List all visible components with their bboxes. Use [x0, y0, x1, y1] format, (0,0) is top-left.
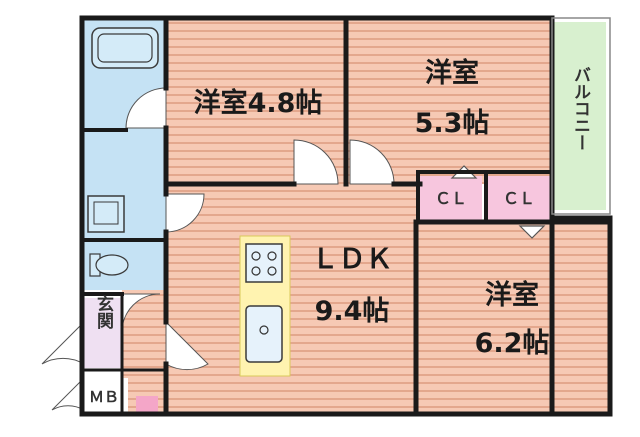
balcony-outline [551, 17, 611, 215]
room-label-western-5-3: 洋室 [425, 57, 479, 89]
room-size-western-5-3: 5.3帖 [415, 108, 490, 139]
western-room-6-2-floor [416, 222, 608, 412]
door-western-5-3-b [349, 139, 395, 185]
room-label-western-4-8: 洋室4.8帖 [194, 87, 323, 119]
door-western-5-3-a [293, 139, 339, 185]
toilet-icon [89, 253, 129, 277]
room-label-ldk: ＬＤＫ [312, 244, 393, 275]
arrow-down-icon [518, 225, 546, 239]
ldk-floor [166, 184, 416, 412]
washbasin-icon [87, 195, 125, 233]
stove-icon [245, 243, 283, 283]
bathtub-icon [91, 27, 159, 69]
mb-label: ＭＢ [89, 388, 119, 406]
balcony-floor [554, 22, 606, 210]
door-mb [51, 376, 85, 411]
room-label-western-6-2: 洋室 [485, 279, 539, 311]
closet-2-floor [488, 176, 550, 220]
entrance-floor [84, 298, 122, 368]
hall-floor [122, 290, 166, 412]
closet-1-floor [420, 176, 482, 220]
pink-marker [136, 396, 158, 412]
closet-1-label: ＣＬ [435, 189, 467, 208]
door-entrance [41, 320, 85, 365]
room-size-ldk: 9.4帖 [315, 296, 390, 327]
room-size-western-6-2: 6.2帖 [475, 328, 550, 359]
entrance-label: 玄関 [93, 294, 114, 329]
door-washroom [165, 193, 205, 233]
closet-2-label: ＣＬ [503, 189, 535, 208]
door-western-4-8 [125, 87, 167, 129]
balcony-label: バルコニー [570, 66, 591, 151]
